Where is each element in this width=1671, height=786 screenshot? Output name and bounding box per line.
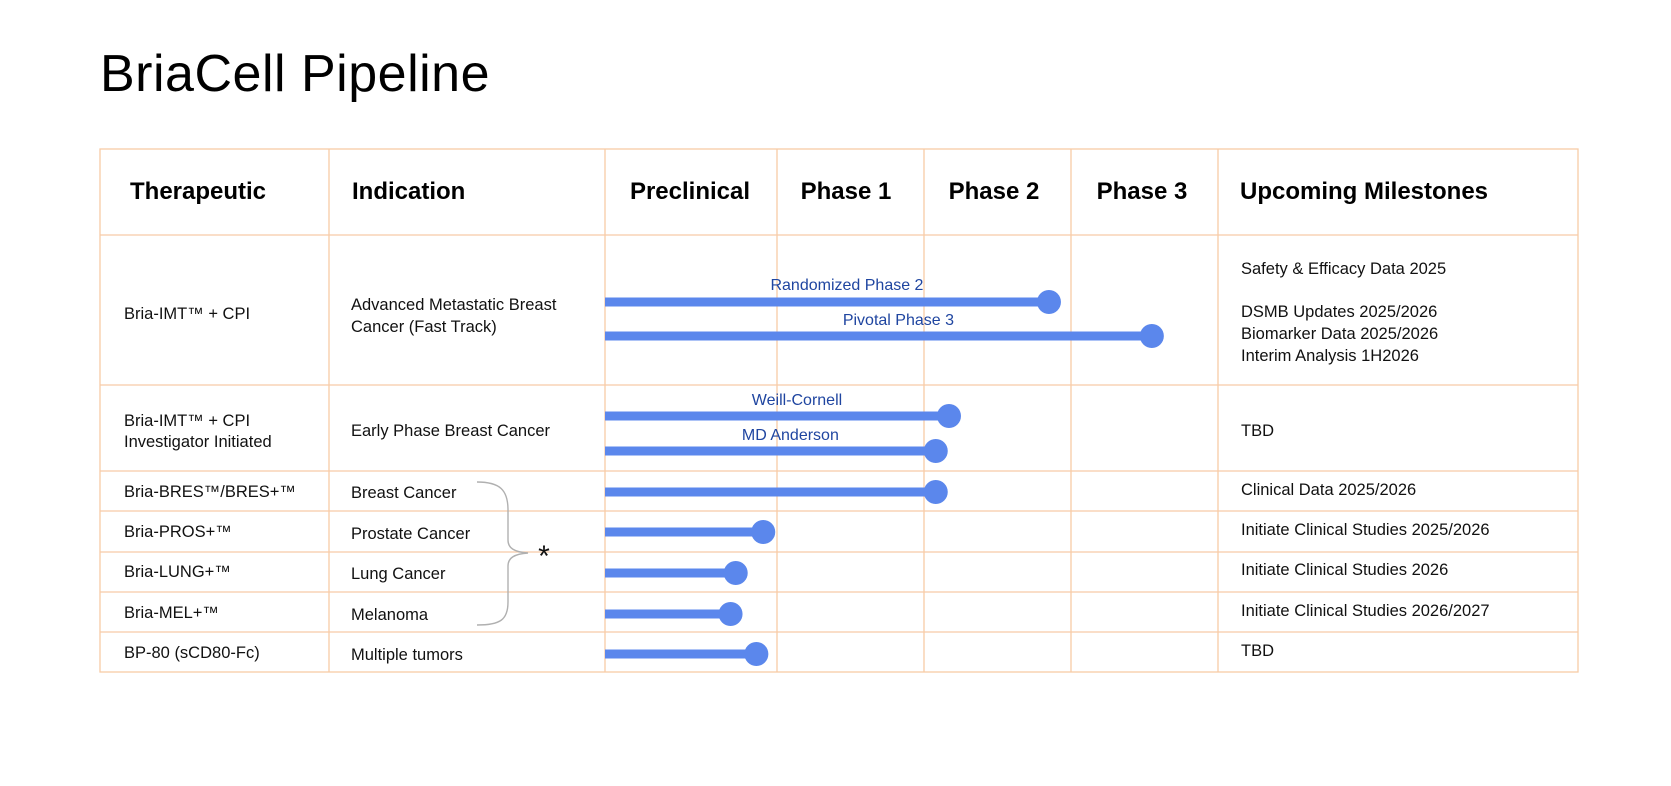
milestone-text: Initiate Clinical Studies 2026 <box>1241 561 1448 579</box>
milestone-text: TBD <box>1241 642 1274 660</box>
therapeutic-name: Bria-PROS+™ <box>124 523 232 541</box>
therapeutic-name: BP-80 (sCD80-Fc) <box>124 644 260 662</box>
milestone-text: Safety & Efficacy Data 2025 <box>1241 260 1446 278</box>
bracket-asterisk: * <box>538 540 550 573</box>
header-upcoming-milestones: Upcoming Milestones <box>1240 178 1488 205</box>
progress-bar-end-marker <box>1036 290 1061 314</box>
therapeutic-name: Bria-IMT™ + CPI <box>124 305 250 323</box>
milestone-text: TBD <box>1241 422 1274 440</box>
progress-bar-end-marker <box>936 404 961 428</box>
progress-bar-end-marker <box>923 439 948 463</box>
milestone-text: Initiate Clinical Studies 2025/2026 <box>1241 521 1490 539</box>
indication-name: Cancer (Fast Track) <box>351 318 497 336</box>
progress-bar-label: Pivotal Phase 3 <box>843 312 954 329</box>
therapeutic-name: Bria-LUNG+™ <box>124 563 231 581</box>
table-border <box>99 148 1579 673</box>
page-title: BriaCell Pipeline <box>100 45 491 103</box>
indication-name: Early Phase Breast Cancer <box>351 422 551 440</box>
therapeutic-name: Bria-MEL+™ <box>124 604 219 622</box>
therapeutic-name: Investigator Initiated <box>124 433 272 451</box>
grouping-bracket <box>476 481 529 626</box>
progress-bar-end-marker <box>723 561 748 585</box>
milestone-text: Biomarker Data 2025/2026 <box>1241 325 1438 343</box>
indication-name: Melanoma <box>351 606 429 624</box>
progress-bar-end-marker <box>923 480 948 504</box>
progress-bar-label: Weill-Cornell <box>752 392 842 409</box>
progress-bar-label: MD Anderson <box>742 427 839 444</box>
header-therapeutic: Therapeutic <box>130 178 266 205</box>
indication-name: Breast Cancer <box>351 484 457 502</box>
therapeutic-name: Bria-BRES™/BRES+™ <box>124 483 296 501</box>
progress-bar-label: Randomized Phase 2 <box>770 277 923 294</box>
progress-bar-end-marker <box>1139 324 1164 348</box>
milestone-text: Initiate Clinical Studies 2026/2027 <box>1241 602 1490 620</box>
progress-bar-end-marker <box>751 520 776 544</box>
progress-bar-end-marker <box>718 602 743 626</box>
indication-name: Advanced Metastatic Breast <box>351 296 557 314</box>
therapeutic-name: Bria-IMT™ + CPI <box>124 412 250 430</box>
header-indication: Indication <box>352 178 465 205</box>
progress-bar-end-marker <box>744 642 769 666</box>
indication-name: Multiple tumors <box>351 646 463 664</box>
milestone-text: Clinical Data 2025/2026 <box>1241 481 1416 499</box>
header-preclinical: Preclinical <box>630 178 750 205</box>
indication-name: Prostate Cancer <box>351 525 471 543</box>
milestone-text: DSMB Updates 2025/2026 <box>1241 303 1437 321</box>
header-phase-1: Phase 1 <box>801 178 892 205</box>
milestone-text: Interim Analysis 1H2026 <box>1241 347 1419 365</box>
header-phase-2: Phase 2 <box>949 178 1040 205</box>
indication-name: Lung Cancer <box>351 565 446 583</box>
header-phase-3: Phase 3 <box>1097 178 1188 205</box>
